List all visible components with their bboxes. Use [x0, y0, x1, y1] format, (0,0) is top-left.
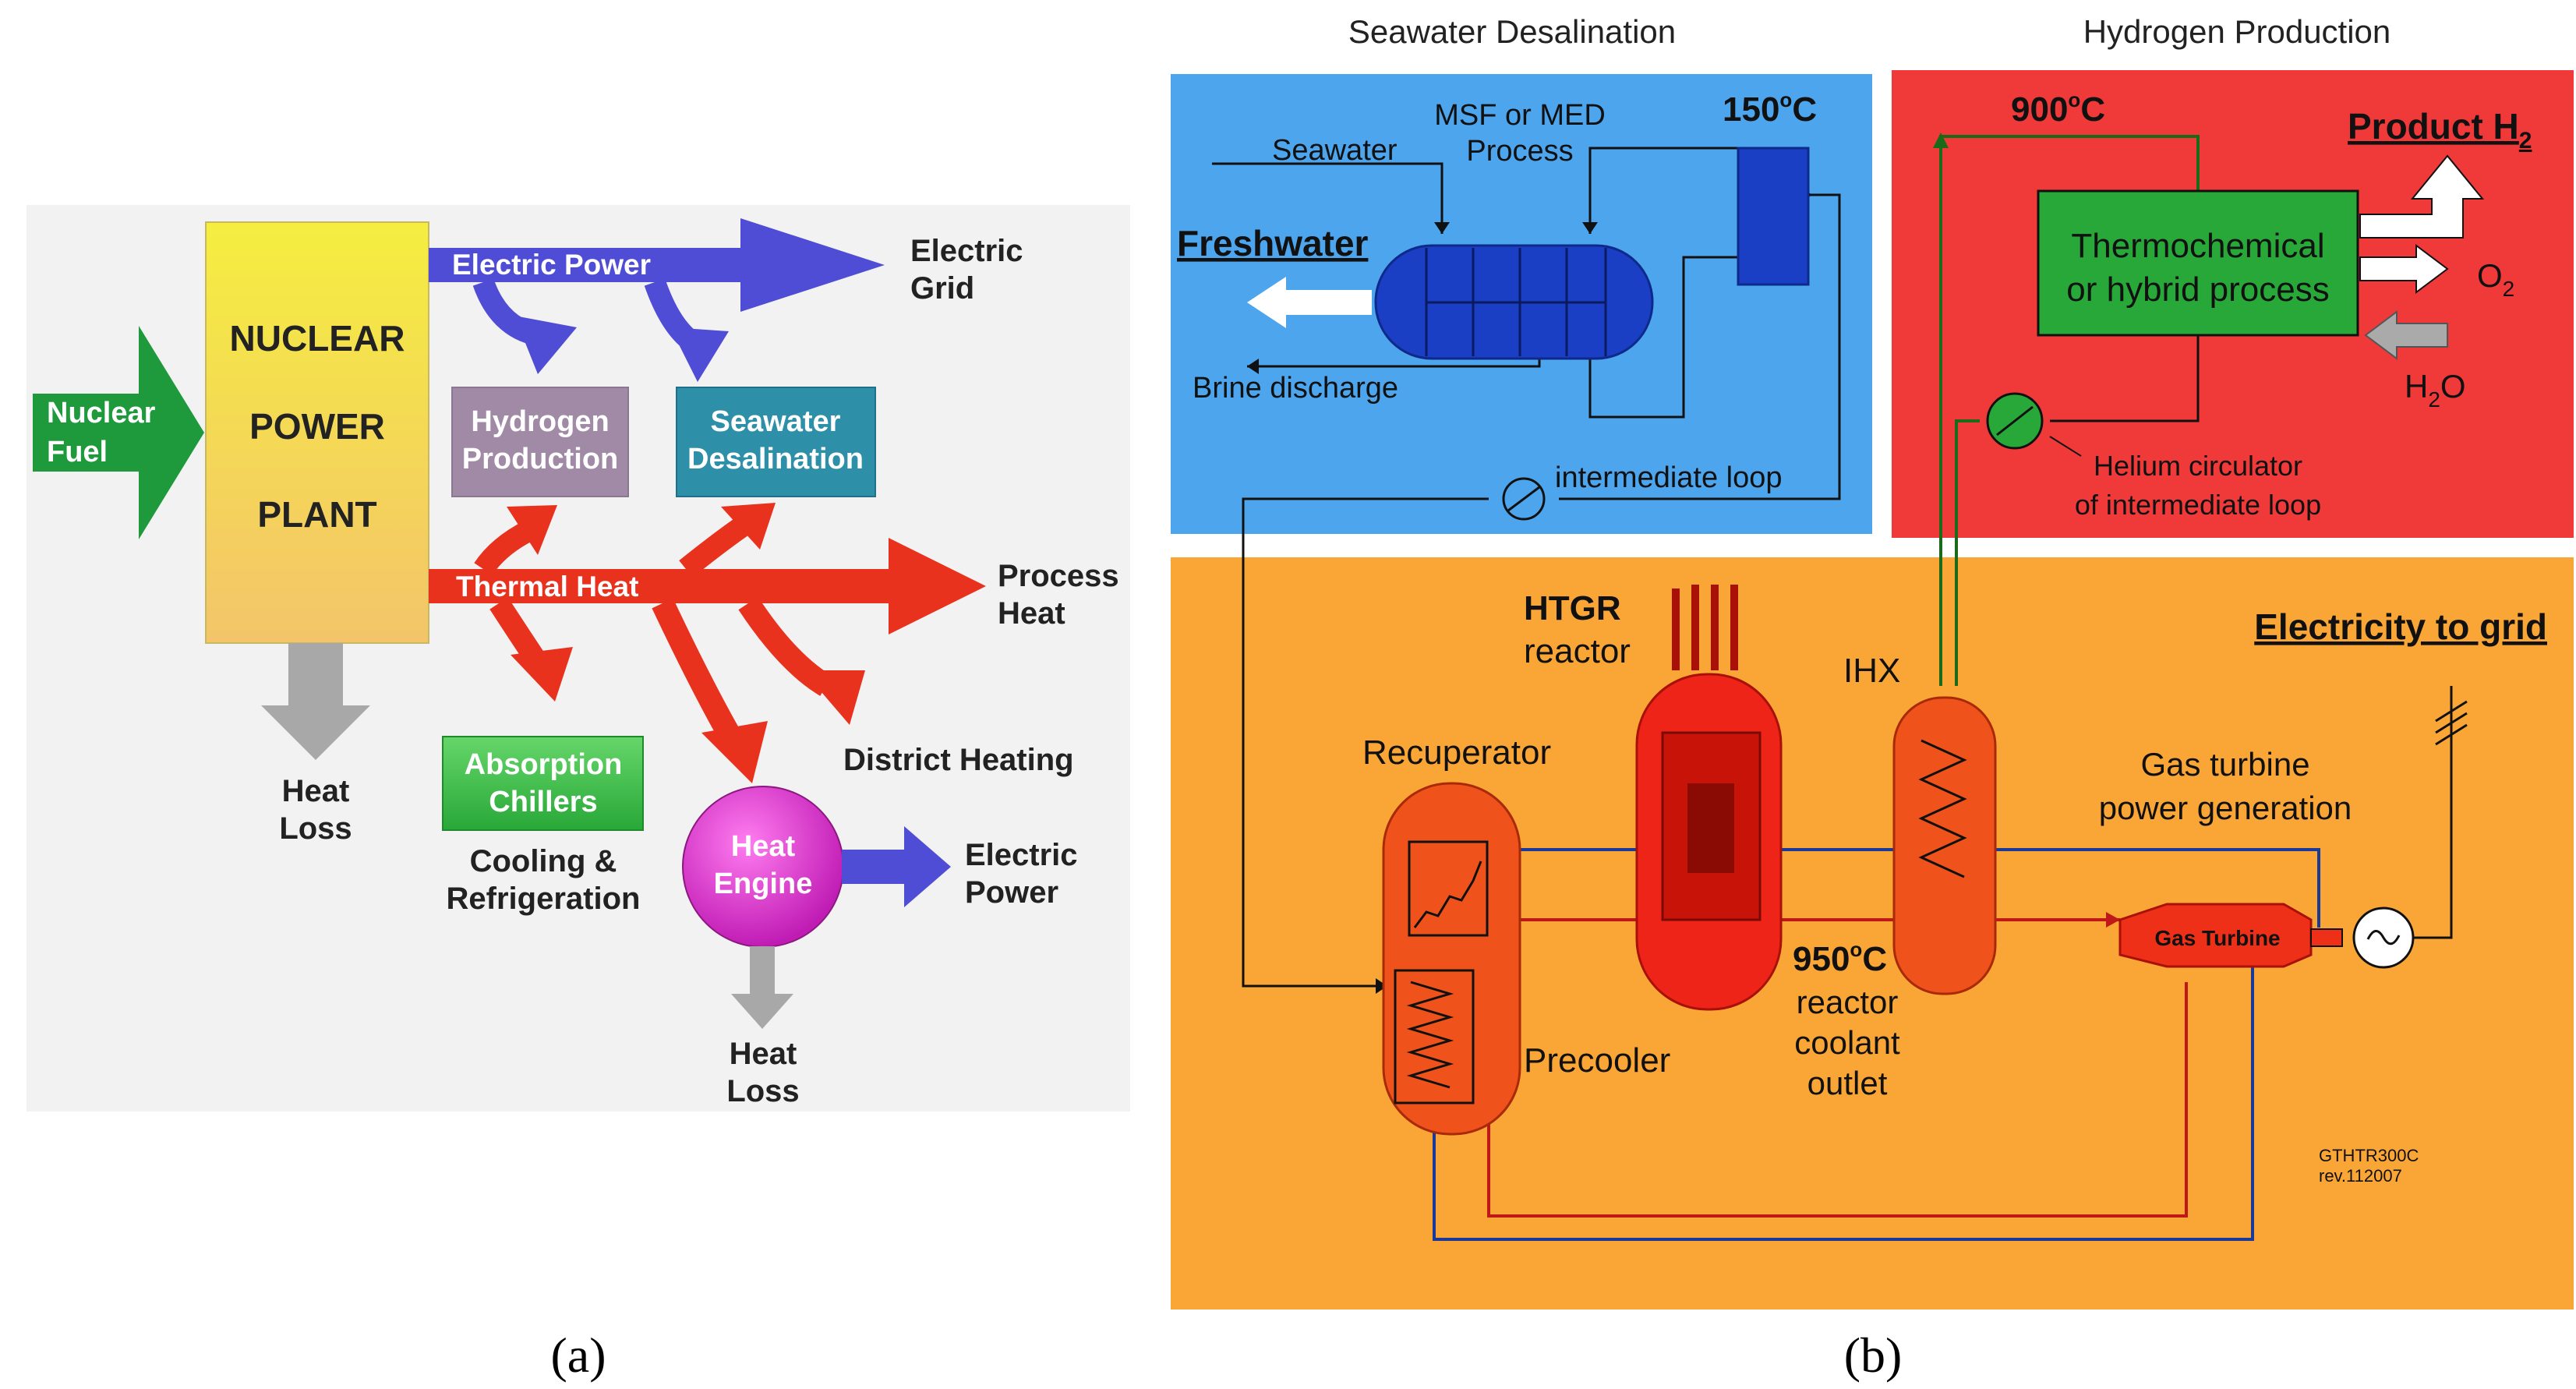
thermochemical-box: [2037, 189, 2359, 337]
seawater-label: Seawater: [1272, 134, 1398, 167]
intermediate-loop-label: intermediate loop: [1555, 461, 1783, 494]
grid-line: [2413, 686, 2453, 939]
seawater-desalination-box: [676, 387, 876, 497]
return-loop-line-2: [1955, 419, 1980, 686]
o2-arrow: [2359, 244, 2449, 294]
turbine-shaft: [2310, 928, 2343, 947]
precooler-core: [1394, 969, 1475, 1104]
brine-head: [1247, 359, 1259, 374]
recuperator-core: [1408, 840, 1489, 937]
electricity-to-grid-label: Electricity to grid: [2254, 606, 2547, 647]
recuperator-coil: [1413, 861, 1482, 928]
temp-950-label: 950oC: [1793, 938, 1887, 978]
loop-return-head: [1376, 978, 1387, 994]
hot-loop-line: [1939, 135, 2200, 686]
vessel-grid: [1425, 248, 1607, 356]
thermal-heat-arrow-label: Thermal Heat: [456, 571, 638, 603]
pump-mark: [1507, 486, 1540, 512]
freshwater-label: Freshwater: [1177, 223, 1369, 263]
temp-900-label: 900oC: [2011, 88, 2105, 129]
h2o-arrow: [2364, 310, 2448, 360]
thermal-branch-engine: [652, 598, 744, 747]
nuclear-fuel-arrow: [33, 326, 204, 539]
temp-150-label: 150oC: [1723, 88, 1817, 129]
thermal-heat-arrow: [429, 538, 986, 634]
generator-wave: [2366, 930, 2401, 945]
heat-engine-circle: [682, 786, 844, 948]
recuperator-label: Recuperator: [1362, 733, 1551, 772]
hydrogen-title: Hydrogen Production: [2083, 13, 2391, 50]
loop-inlet-head: [1582, 222, 1598, 234]
desal-title: Seawater Desalination: [1348, 13, 1676, 50]
ihx-label: IHX: [1843, 652, 1900, 690]
precooler-label: Precooler: [1524, 1041, 1670, 1080]
o2-label: O2: [2477, 257, 2514, 301]
product-h2-arrow: [2359, 154, 2485, 239]
reactor-core: [1687, 783, 1734, 873]
h2o-label: H2O: [2405, 368, 2466, 412]
engine-electric-arrow: [842, 826, 951, 907]
electric-power-arrow: [429, 218, 885, 312]
brine-label: Brine discharge: [1193, 372, 1398, 405]
electric-branch-desal-head: [670, 327, 729, 382]
htgr-label: HTGR: [1524, 589, 1621, 627]
thermal-branch-desal-head: [721, 503, 776, 550]
heater-150c: [1737, 147, 1810, 286]
gas-turbine-label: Gas Turbine: [2154, 926, 2280, 950]
circulator-pointer: [2049, 436, 2082, 457]
return-loop-line: [2050, 335, 2200, 422]
panel-a-background: [27, 205, 1130, 1112]
reactor-label: reactor: [1524, 632, 1631, 670]
thermal-branch-chillers-head: [511, 647, 573, 702]
absorption-chillers-box: [442, 736, 644, 831]
district-heating-label: District Heating: [843, 743, 1074, 777]
electric-power-arrow-label: Electric Power: [452, 249, 651, 281]
electric-branch-hydrogen-head: [514, 316, 577, 374]
thermal-branch-district-head: [803, 670, 865, 725]
heat-loss-arrow-1: [261, 643, 370, 760]
grid-hash: [2435, 700, 2468, 746]
heat-loss-arrow-2: [731, 946, 793, 1029]
caption-b: (b): [1844, 1327, 1903, 1383]
thermal-branch-engine-head: [701, 721, 768, 783]
caption-a: (a): [550, 1327, 606, 1383]
reactor-rods: [1672, 585, 1738, 670]
product-h2-label: Product H2: [2348, 106, 2532, 154]
panel-b: Seawater Desalination Hydrogen Productio…: [1171, 13, 2574, 1309]
cooling-label: Cooling &Refrigeration: [447, 844, 641, 916]
ihx-coil: [1918, 739, 1967, 878]
precooler-coil: [1406, 981, 1454, 1089]
recuperator-vessel: [1382, 782, 1521, 1136]
thermal-branch-hydrogen-head: [507, 505, 557, 555]
circulator-mark: [1996, 405, 2034, 436]
gas-turbine-body: [2118, 903, 2313, 968]
hot-loop-head: [1933, 133, 1949, 148]
hot-head-1: [2106, 912, 2120, 928]
seawater-inlet-head: [1434, 222, 1450, 234]
freshwater-arrow: [1247, 277, 1372, 328]
hydrogen-production-box: [451, 387, 629, 497]
